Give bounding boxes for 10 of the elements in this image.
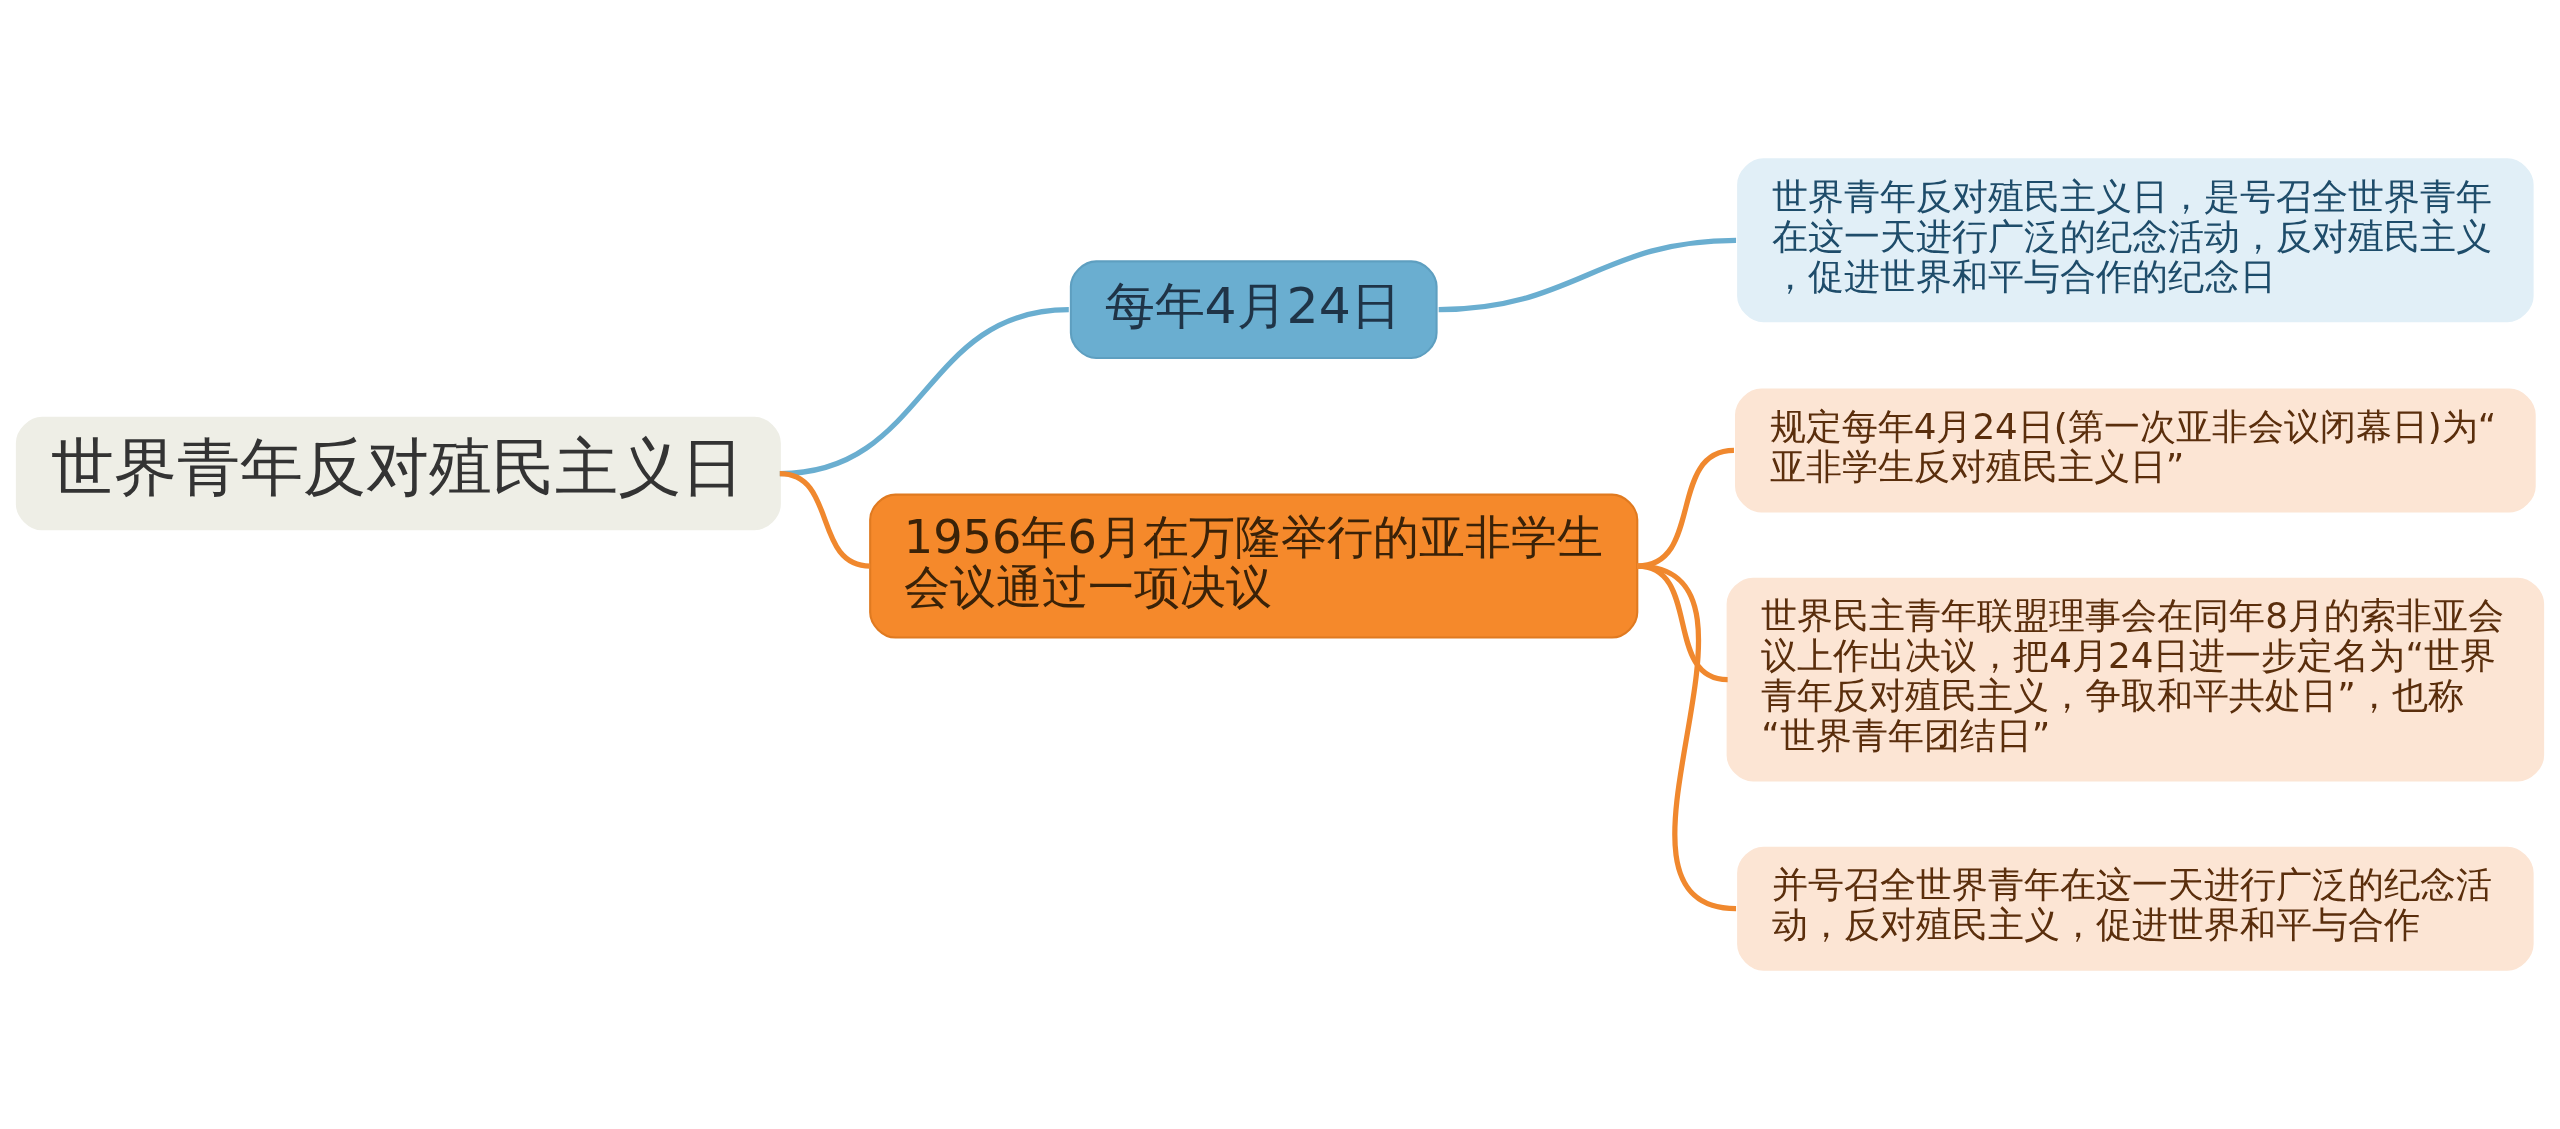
connector [779, 471, 871, 569]
node-box: 每年4月24日 [1069, 260, 1438, 360]
node-box: 世界民主青年联盟理事会在同年8月的索非亚会议上作出决议，把4月24日进一步定名为“世界青年反对殖民主义，争取和平共处日”，也称“世界青年团结日” [1726, 577, 2545, 782]
node-box: 规定每年4月24日(第一次亚非会议闭幕日)为“亚非学生反对殖民主义日” [1735, 388, 2536, 513]
connector [1438, 237, 1737, 313]
node-box: 世界青年反对殖民主义日 [15, 416, 781, 531]
node-box: 1956年6月在万隆举行的亚非学生会议通过一项决议 [869, 493, 1639, 639]
node-box: 世界青年反对殖民主义日，是号召全世界青年在这一天进行广泛的纪念活动，反对殖民主义，促进世界和平与合作的纪念日 [1737, 158, 2534, 323]
connector [1636, 563, 1737, 912]
node-box: 并号召全世界青年在这一天进行广泛的纪念活动，反对殖民主义，促进世界和平与合作 [1737, 846, 2534, 971]
